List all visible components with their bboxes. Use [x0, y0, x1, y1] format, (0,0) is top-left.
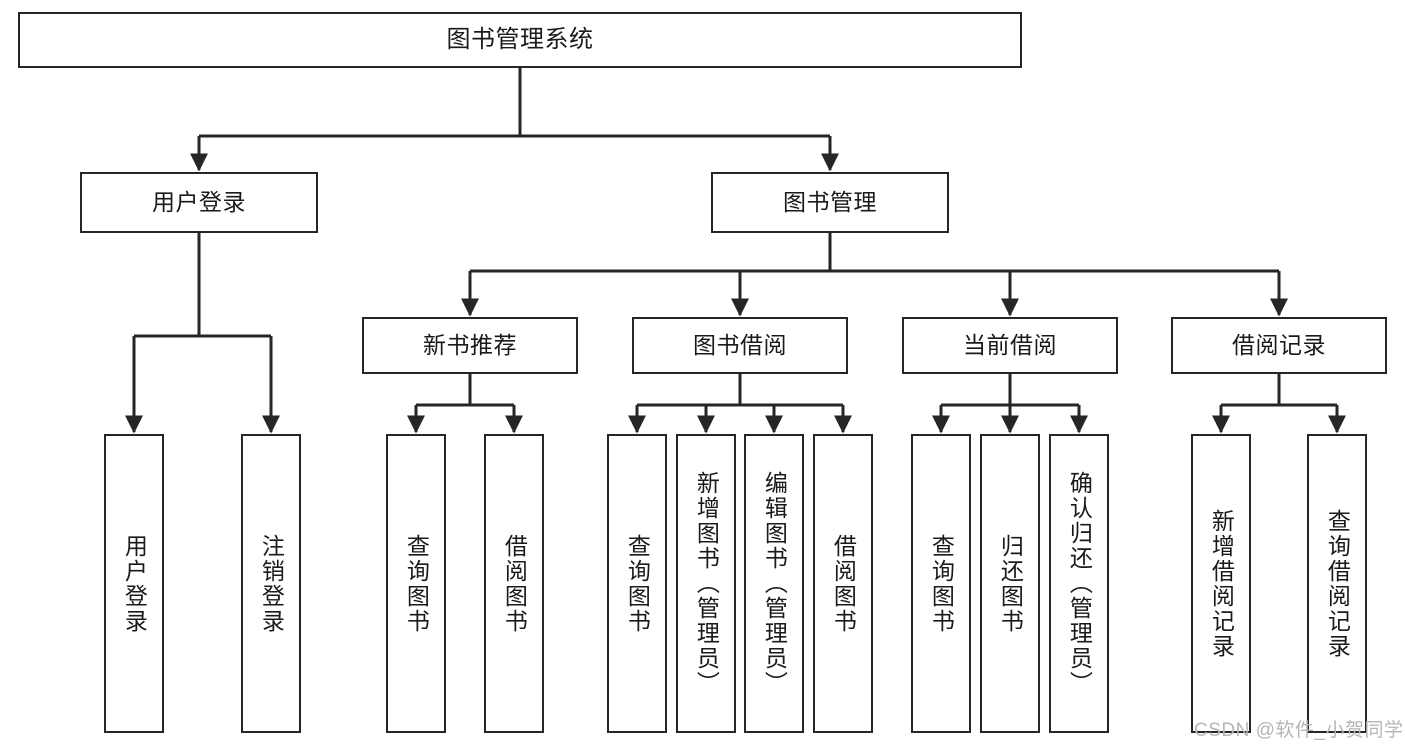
leaf-new-book-query[interactable]: 查询图书 [386, 434, 446, 733]
leaf-logout[interactable]: 注销登录 [241, 434, 301, 733]
leaf-current-query-book[interactable]: 查询图书 [911, 434, 971, 733]
node-label: 当前借阅 [963, 331, 1057, 358]
node-book-management-system[interactable]: 图书管理系统 [18, 12, 1022, 68]
node-label: 新书推荐 [423, 331, 517, 358]
node-new-book-recommend[interactable]: 新书推荐 [362, 317, 578, 374]
leaf-label: 新增图书（管理员） [693, 471, 720, 696]
leaf-label: 借阅图书 [830, 533, 857, 634]
leaf-confirm-return-admin[interactable]: 确认归还（管理员） [1049, 434, 1109, 733]
leaf-borrow-query-book[interactable]: 查询图书 [607, 434, 667, 733]
leaf-borrow-book[interactable]: 借阅图书 [813, 434, 873, 733]
node-book-management[interactable]: 图书管理 [711, 172, 949, 233]
leaf-add-borrow-record[interactable]: 新增借阅记录 [1191, 434, 1251, 733]
leaf-label: 编辑图书（管理员） [761, 471, 788, 696]
node-label: 用户登录 [152, 188, 246, 215]
node-label: 图书借阅 [693, 331, 787, 358]
leaf-label: 查询借阅记录 [1324, 508, 1351, 659]
leaf-edit-book-admin[interactable]: 编辑图书（管理员） [744, 434, 804, 733]
leaf-label: 查询图书 [624, 533, 651, 634]
leaf-new-book-borrow[interactable]: 借阅图书 [484, 434, 544, 733]
csdn-watermark: CSDN @软件_小贺同学 [1194, 720, 1404, 741]
node-book-borrow[interactable]: 图书借阅 [632, 317, 848, 374]
node-user-login[interactable]: 用户登录 [80, 172, 318, 233]
leaf-label: 归还图书 [997, 533, 1024, 634]
leaf-label: 注销登录 [258, 533, 285, 634]
node-label: 借阅记录 [1232, 331, 1326, 358]
node-label: 图书管理系统 [446, 25, 594, 53]
node-borrow-record[interactable]: 借阅记录 [1171, 317, 1387, 374]
leaf-label: 查询图书 [403, 533, 430, 634]
leaf-label: 新增借阅记录 [1208, 508, 1235, 659]
leaf-add-book-admin[interactable]: 新增图书（管理员） [676, 434, 736, 733]
leaf-user-login[interactable]: 用户登录 [104, 434, 164, 733]
leaf-return-book[interactable]: 归还图书 [980, 434, 1040, 733]
leaf-label: 借阅图书 [501, 533, 528, 634]
leaf-label: 用户登录 [121, 533, 148, 634]
leaf-label: 查询图书 [928, 533, 955, 634]
leaf-query-borrow-record[interactable]: 查询借阅记录 [1307, 434, 1367, 733]
leaf-label: 确认归还（管理员） [1066, 471, 1093, 696]
node-label: 图书管理 [783, 188, 877, 215]
node-current-borrow[interactable]: 当前借阅 [902, 317, 1118, 374]
